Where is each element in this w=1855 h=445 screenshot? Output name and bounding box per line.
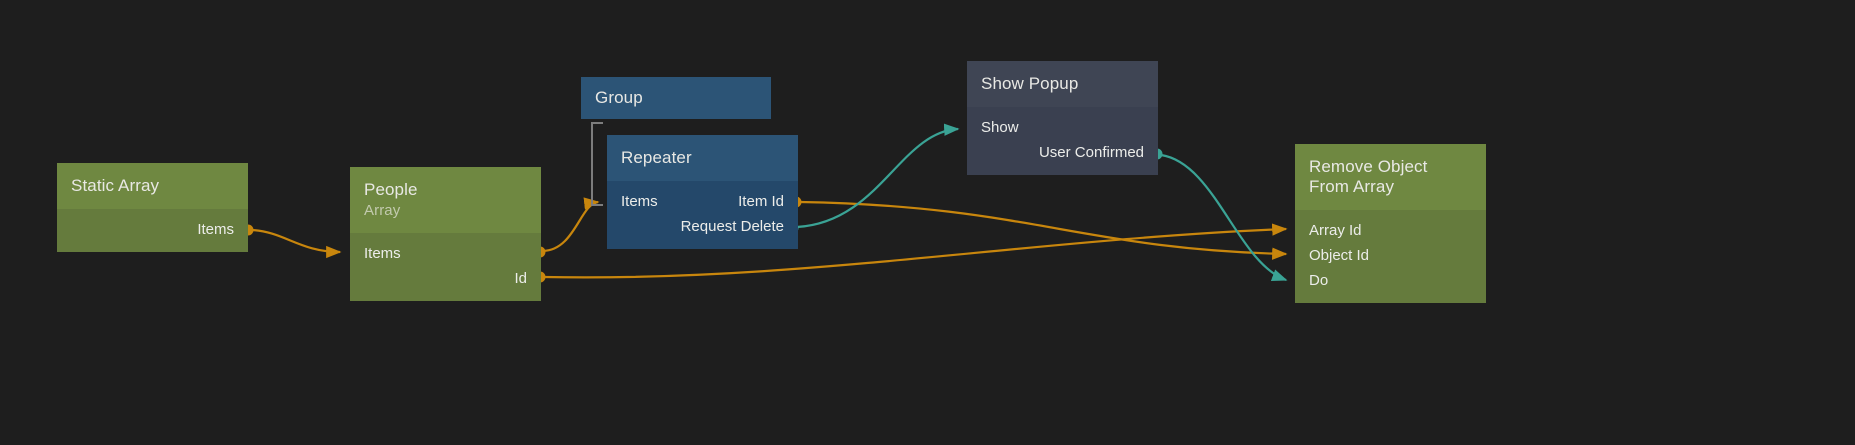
node-repeater-body: Items Item Id Request Delete xyxy=(607,181,798,249)
wire-item-id-to-object-id xyxy=(790,196,1288,260)
node-show-popup-body: Show User Confirmed xyxy=(967,107,1158,175)
node-repeater[interactable]: Repeater Items Item Id Request Delete xyxy=(607,135,798,249)
node-people-title: People xyxy=(364,180,418,199)
node-people[interactable]: People Array Items Id xyxy=(350,167,541,301)
node-repeater-title: Repeater xyxy=(621,148,692,167)
node-remove-object-from-array[interactable]: Remove Object From Array Array Id Object… xyxy=(1295,144,1486,303)
node-static-array-header: Static Array xyxy=(57,163,248,209)
port-people-id[interactable]: Id xyxy=(350,266,541,291)
node-people-subtitle: Array xyxy=(364,202,401,219)
group-child-bracket xyxy=(591,122,603,206)
port-repeater-items[interactable]: Items xyxy=(607,189,798,214)
node-people-body: Items Id xyxy=(350,233,541,301)
port-static-array-items[interactable]: Items xyxy=(57,217,248,242)
port-label: Item Id xyxy=(738,193,784,210)
port-label: User Confirmed xyxy=(1038,144,1144,161)
wire-static-array-items-to-people-items xyxy=(242,224,342,259)
port-people-items[interactable]: Items xyxy=(350,241,541,266)
port-label: Id xyxy=(514,270,527,287)
wire-request-delete-to-show xyxy=(787,123,960,234)
node-repeater-header: Repeater xyxy=(607,135,798,181)
port-label: Items xyxy=(364,245,401,262)
port-show-popup-show[interactable]: Show xyxy=(967,115,1158,140)
wire-user-confirmed-to-do xyxy=(1151,148,1288,282)
node-static-array-body: Items xyxy=(57,209,248,252)
port-label: Object Id xyxy=(1309,247,1370,264)
node-static-array-title: Static Array xyxy=(71,176,160,195)
node-show-popup-header: Show Popup xyxy=(967,61,1158,107)
node-show-popup-title: Show Popup xyxy=(981,74,1079,93)
port-show-popup-user-confirmed[interactable]: User Confirmed xyxy=(967,140,1158,165)
port-repeater-item-id[interactable]: Item Id xyxy=(607,189,798,214)
node-remove-object-from-array-header: Remove Object From Array xyxy=(1295,144,1486,210)
node-group-header: Group xyxy=(581,77,771,119)
port-remove-do[interactable]: Do xyxy=(1295,268,1486,293)
port-label: Do xyxy=(1309,272,1329,289)
port-remove-object-id[interactable]: Object Id xyxy=(1295,243,1486,268)
node-static-array[interactable]: Static Array Items xyxy=(57,163,248,252)
port-label: Show xyxy=(981,119,1019,136)
node-remove-object-from-array-body: Array Id Object Id Do xyxy=(1295,210,1486,303)
node-people-header: People Array xyxy=(350,167,541,233)
port-label: Items xyxy=(197,221,234,238)
wire-people-to-repeater-items xyxy=(534,197,600,258)
node-show-popup[interactable]: Show Popup Show User Confirmed xyxy=(967,61,1158,175)
node-group[interactable]: Group xyxy=(581,77,771,119)
node-group-title: Group xyxy=(595,88,643,107)
port-label: Request Delete xyxy=(680,218,784,235)
port-remove-array-id[interactable]: Array Id xyxy=(1295,218,1486,243)
port-label: Array Id xyxy=(1309,222,1362,239)
node-remove-object-from-array-title: Remove Object From Array xyxy=(1309,157,1428,196)
port-repeater-request-delete[interactable]: Request Delete xyxy=(607,214,798,239)
port-label: Items xyxy=(621,193,658,210)
